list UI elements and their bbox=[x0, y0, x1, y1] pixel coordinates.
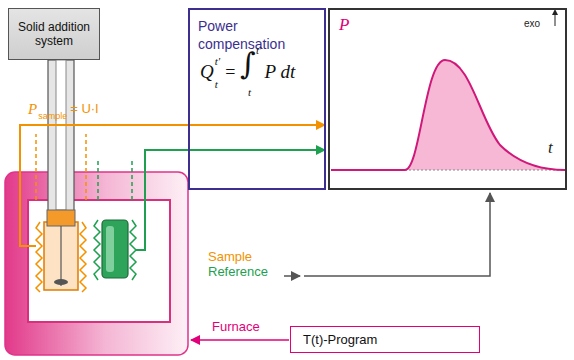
heater-coil bbox=[94, 220, 100, 280]
sample-power-wire bbox=[20, 125, 325, 246]
system-box: Solid addition system bbox=[8, 8, 100, 60]
reference-crucible bbox=[102, 220, 128, 278]
compensation-box: Power compensation bbox=[188, 8, 326, 190]
subscript-label: sample bbox=[38, 111, 67, 121]
formula-symbol: Q bbox=[200, 61, 214, 83]
measuring-cell bbox=[28, 200, 170, 322]
formula-superscript: t' bbox=[215, 55, 220, 68]
equation-label: = U·I bbox=[70, 102, 99, 117]
stirrer-blade bbox=[54, 279, 68, 285]
heater-coil bbox=[80, 222, 86, 292]
symbol-label: P bbox=[28, 101, 37, 118]
addition-tube bbox=[48, 60, 74, 214]
sample-crucible bbox=[44, 222, 78, 290]
signal-arrow bbox=[284, 275, 300, 277]
reference-lead bbox=[97, 158, 99, 200]
integral-sign: ∫ bbox=[240, 47, 256, 82]
signal-label: Reference bbox=[208, 265, 268, 280]
baseline bbox=[405, 170, 565, 171]
heater-coil bbox=[130, 220, 136, 280]
stirrer-shaft bbox=[60, 226, 61, 286]
integral-limit: t' bbox=[256, 44, 261, 57]
reference-highlight bbox=[106, 226, 114, 272]
program-box: T(t)-Program bbox=[290, 326, 480, 353]
axis-label: t bbox=[548, 138, 553, 158]
formula-subscript: t bbox=[215, 78, 218, 91]
furnace-housing bbox=[5, 172, 188, 355]
signal-arrow bbox=[304, 193, 490, 276]
addition-rod bbox=[56, 60, 66, 210]
sample-plug bbox=[47, 210, 75, 226]
arrow-label: Furnace bbox=[212, 320, 260, 335]
reference-lead bbox=[131, 158, 133, 200]
furnace-control-arrow bbox=[191, 339, 289, 341]
heater-coil bbox=[36, 222, 42, 292]
sample-lead bbox=[85, 134, 87, 200]
reference-power-wire bbox=[136, 150, 325, 250]
box-label: Solid addition system bbox=[12, 20, 96, 49]
heat-flow-curve bbox=[331, 60, 565, 170]
integral-limit: t bbox=[248, 86, 251, 99]
exo-label: exo bbox=[524, 18, 540, 30]
sample-lead bbox=[35, 134, 37, 200]
signal-label: Sample bbox=[208, 250, 252, 265]
chart-frame: Pexo t bbox=[328, 8, 567, 190]
axis-label: P bbox=[339, 15, 349, 35]
formula-equals: = bbox=[225, 62, 235, 83]
formula-integrand: P dt bbox=[264, 61, 295, 83]
box-label: T(t)-Program bbox=[303, 332, 377, 348]
peak-area bbox=[405, 60, 565, 170]
